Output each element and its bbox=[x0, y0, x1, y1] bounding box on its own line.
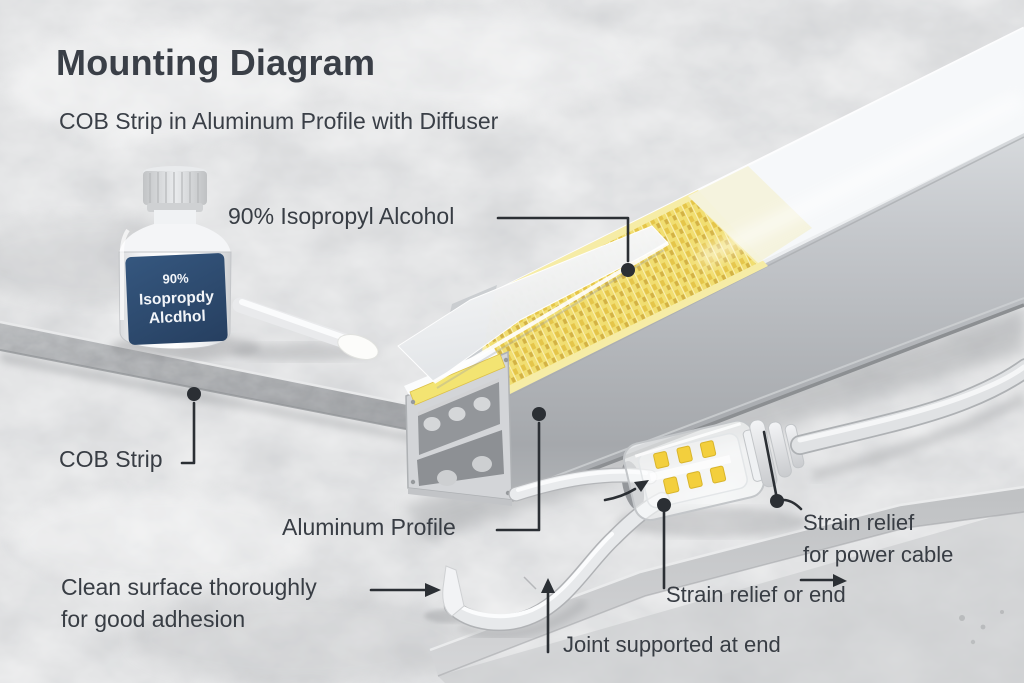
page-subtitle: COB Strip in Aluminum Profile with Diffu… bbox=[59, 108, 499, 134]
strain-relief-power-line2: for power cable bbox=[803, 542, 954, 567]
leader-lines bbox=[180, 216, 847, 654]
bottle-label-name2: Alcdhol bbox=[148, 307, 207, 328]
floor-cable-graphic bbox=[442, 467, 671, 632]
connector-graphic bbox=[623, 419, 805, 522]
callout-clean-surface-label: Clean surface thoroughly for good adhesi… bbox=[61, 571, 317, 635]
clean-surface-line1: Clean surface thoroughly bbox=[61, 574, 317, 600]
callout-strain-relief-power-label: Strain relief for power cable bbox=[803, 507, 953, 571]
callout-cob-strip-label: COB Strip bbox=[59, 446, 163, 472]
diffuser-graphic bbox=[688, 28, 1024, 268]
page-title: Mounting Diagram bbox=[56, 42, 376, 83]
bottle-label: 90% Isopropdy Alcdhol bbox=[125, 252, 228, 346]
cob-strip-in-channel-graphic bbox=[464, 190, 768, 398]
leader-alcohol bbox=[496, 216, 630, 263]
power-cable-graphic bbox=[790, 358, 1024, 455]
bottle-label-percent: 90% bbox=[162, 270, 189, 287]
leader-aluminum bbox=[495, 421, 541, 532]
leader-cob bbox=[180, 401, 196, 465]
connector-levers bbox=[653, 440, 727, 495]
swab-graphic bbox=[232, 297, 379, 361]
strain-relief-power-line1: Strain relief bbox=[803, 510, 915, 535]
callout-joint-supported-label: Joint supported at end bbox=[563, 632, 781, 657]
clean-surface-line2: for good adhesion bbox=[61, 606, 246, 632]
callout-aluminum-profile-label: Aluminum Profile bbox=[282, 514, 456, 540]
leader-strain-power bbox=[762, 430, 779, 501]
callout-strain-relief-end-label: Strain relief or end bbox=[666, 582, 846, 607]
callout-alcohol-label: 90% Isopropyl Alcohol bbox=[228, 203, 455, 229]
